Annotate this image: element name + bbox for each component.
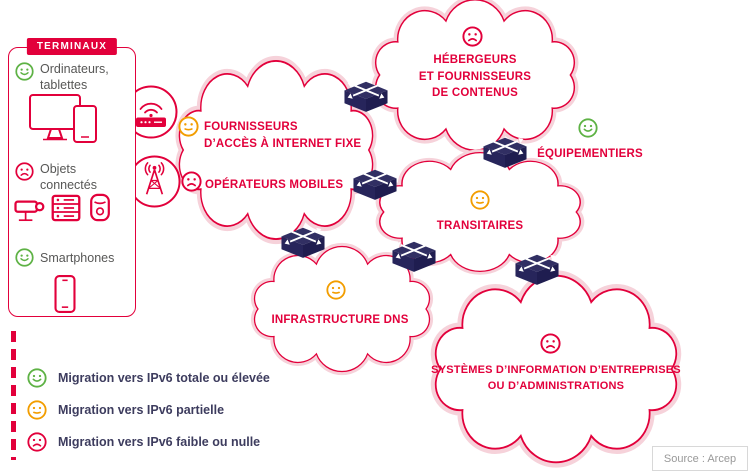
terminal-label-line: tablettes <box>40 77 88 92</box>
source-box: Source : Arcep <box>652 446 748 471</box>
legend-item-red: Migration vers IPv6 faible ou nulle <box>27 432 260 452</box>
smiley-green-icon <box>578 118 598 138</box>
nas-icon <box>51 194 81 222</box>
fai-label-line2: D’ACCÈS À INTERNET FIXE <box>204 137 362 150</box>
router-icon <box>280 227 326 259</box>
legend-item-orange: Migration vers IPv6 partielle <box>27 400 224 420</box>
terminal-item-objets-label: Objets connectés <box>40 162 97 193</box>
smartphone-icon <box>54 275 76 313</box>
smiley-red-icon <box>181 171 202 192</box>
speaker-icon <box>90 193 110 222</box>
legend-label: Migration vers IPv6 totale ou élevée <box>58 371 270 385</box>
hebergeurs-label-line2: ET FOURNISSEURS <box>418 70 532 83</box>
transitaires-label: TRANSITAIRES <box>400 218 560 235</box>
dns-label: INFRASTRUCTURE DNS <box>255 312 425 329</box>
legend-label: Migration vers IPv6 partielle <box>58 403 225 417</box>
hebergeurs-label-line1: HÉBERGEURS <box>433 54 517 66</box>
dns-label-text: INFRASTRUCTURE DNS <box>271 314 409 326</box>
mobile-label: OPÉRATEURS MOBILES <box>205 177 375 194</box>
terminals-title: TERMINAUX <box>26 38 118 55</box>
smiley-red-icon <box>15 162 34 181</box>
terminal-label-line: Objets <box>40 162 77 176</box>
terminal-label-line: connectés <box>40 177 97 192</box>
si-label: SYSTÈMES D’INFORMATION D’ENTREPRISES OU … <box>430 363 682 395</box>
terminals-panel: TERMINAUX Ordinateurs, tablettes Objets … <box>8 38 136 317</box>
transitaires-label-text: TRANSITAIRES <box>436 220 524 232</box>
dashed-line <box>11 331 16 460</box>
mobile-label-text: OPÉRATEURS MOBILES <box>205 179 344 191</box>
smiley-orange-icon <box>178 116 199 137</box>
router-icon <box>514 254 560 286</box>
fai-label: FOURNISSEURS D’ACCÈS À INTERNET FIXE <box>204 119 376 152</box>
smiley-orange-icon <box>27 400 47 420</box>
equipementiers-label-text: ÉQUIPEMENTIERS <box>537 148 643 160</box>
smiley-orange-icon <box>470 190 490 210</box>
router-icon <box>391 241 437 273</box>
legend-label: Migration vers IPv6 faible ou nulle <box>58 435 261 449</box>
router-icon <box>343 81 389 113</box>
terminal-item-smartphones-label: Smartphones <box>40 251 114 267</box>
hebergeurs-label-line3: DE CONTENUS <box>432 87 518 100</box>
smiley-green-icon <box>15 62 34 81</box>
hebergeurs-label: HÉBERGEURS ET FOURNISSEURS DE CONTENUS <box>385 52 565 102</box>
modem-wifi-icon <box>124 85 178 139</box>
si-label-line2: OU D’ADMINISTRATIONS <box>487 379 625 392</box>
antenna-mast-icon <box>128 155 181 208</box>
legend-item-green: Migration vers IPv6 totale ou élevée <box>27 368 270 388</box>
fai-label-line1: FOURNISSEURS <box>204 121 298 133</box>
equipementiers-label: ÉQUIPEMENTIERS <box>518 146 662 163</box>
computer-tablet-icon <box>29 94 97 143</box>
smiley-red-icon <box>540 333 561 354</box>
source-label: Source : Arcep <box>663 452 737 465</box>
terminal-label-line: Smartphones <box>40 251 115 265</box>
smiley-green-icon <box>27 368 47 388</box>
terminal-label-line: Ordinateurs, <box>40 62 109 76</box>
smiley-orange-icon <box>326 280 346 300</box>
si-label-line1: SYSTÈMES D’INFORMATION D’ENTREPRISES <box>431 364 681 376</box>
terminal-item-ordinateurs-label: Ordinateurs, tablettes <box>40 62 109 93</box>
smiley-red-icon <box>462 26 483 47</box>
camera-icon <box>14 200 45 222</box>
smiley-red-icon <box>27 432 47 452</box>
smiley-green-icon <box>15 248 34 267</box>
